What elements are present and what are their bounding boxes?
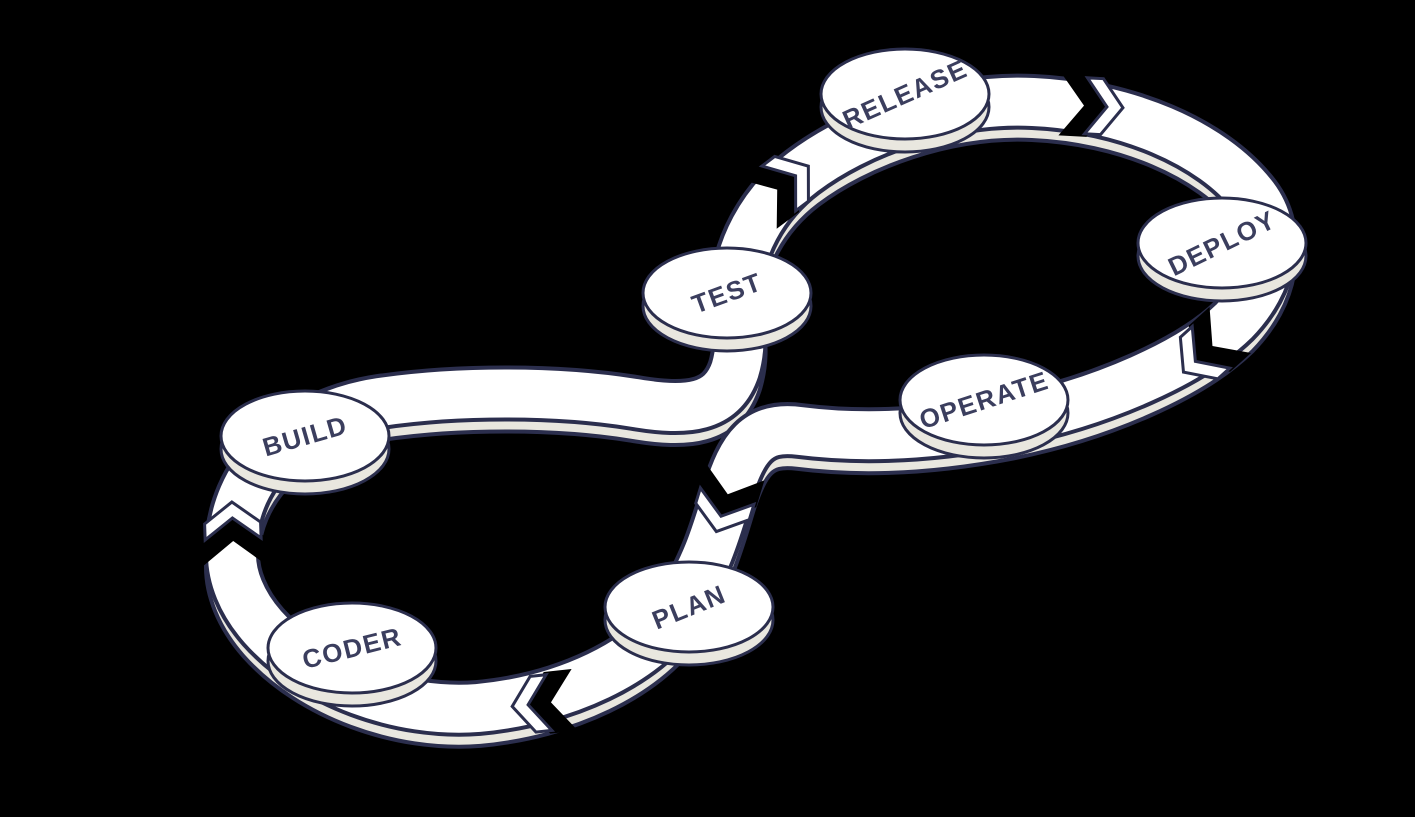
disc-top-face xyxy=(219,389,391,483)
disc-top-face xyxy=(603,560,775,654)
stage-disc-operate: OPERATE xyxy=(898,353,1070,460)
stage-disc-build: BUILD xyxy=(219,389,391,496)
disc-top-face xyxy=(266,601,438,695)
stage-disc-plan: PLAN xyxy=(603,560,775,667)
disc-top-face xyxy=(819,47,991,141)
stage-disc-test: TEST xyxy=(641,246,813,353)
stage-disc-coder: CODER xyxy=(266,601,438,708)
disc-top-face xyxy=(641,246,813,340)
stage-discs: RELEASE DEPLOY TEST OPERATE BUILD PLAN CODER xyxy=(219,47,1308,708)
stage-disc-release: RELEASE xyxy=(819,47,991,154)
disc-top-face xyxy=(1136,196,1308,290)
disc-top-face xyxy=(898,353,1070,447)
stage-disc-deploy: DEPLOY xyxy=(1136,196,1308,303)
